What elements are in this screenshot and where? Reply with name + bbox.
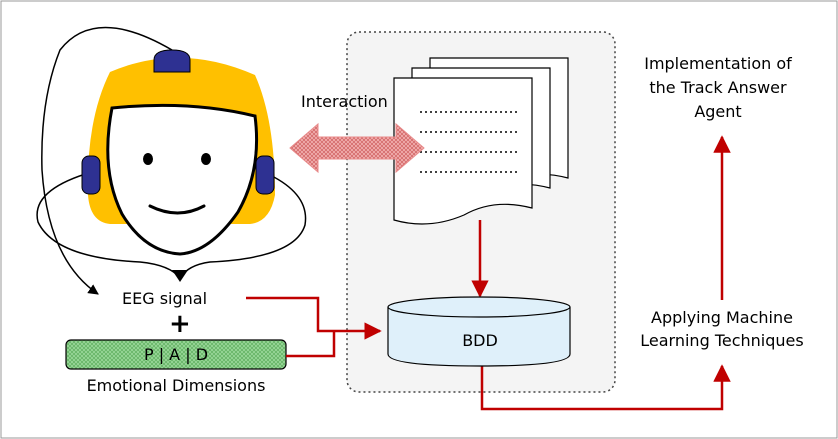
database-top <box>387 296 571 318</box>
applying-ml-line2: Learning Techniques <box>640 331 803 350</box>
electrode-right <box>255 155 275 195</box>
applying-ml-line1: Applying Machine <box>651 308 793 327</box>
document-front <box>393 77 533 225</box>
document-stack <box>393 57 569 225</box>
head-illustration <box>36 26 307 295</box>
bdd-to-ml-arrow <box>480 364 731 411</box>
pad-box <box>65 339 287 370</box>
interaction-double-arrow <box>289 122 425 174</box>
left-eye <box>143 153 153 165</box>
mouth <box>148 204 206 215</box>
pad-label: P | A | D <box>144 345 208 364</box>
implementation-line2: the Track Answer <box>649 78 787 97</box>
bdd-label: BDD <box>462 331 498 350</box>
implementation-line3: Agent <box>694 102 741 121</box>
face <box>106 103 259 256</box>
electrode-wire-loop <box>36 171 181 279</box>
electrode-left <box>81 155 101 195</box>
electrode-wire-right <box>179 174 307 279</box>
right-eye <box>201 153 211 165</box>
pad-to-bdd-connector <box>286 331 336 358</box>
implementation-line1: Implementation of <box>644 54 792 73</box>
wire-junction-icon <box>172 270 188 282</box>
electrode-wire-top <box>41 26 173 295</box>
plus-sign: + <box>169 309 191 339</box>
eeg-to-bdd-arrow <box>246 296 382 340</box>
interaction-label: Interaction <box>301 92 388 111</box>
bdd-database <box>387 296 571 367</box>
eeg-signal-label: EEG signal <box>122 289 207 308</box>
electrode-top <box>153 49 191 73</box>
database-body <box>387 307 571 367</box>
emotional-dimensions-label: Emotional Dimensions <box>87 376 266 395</box>
